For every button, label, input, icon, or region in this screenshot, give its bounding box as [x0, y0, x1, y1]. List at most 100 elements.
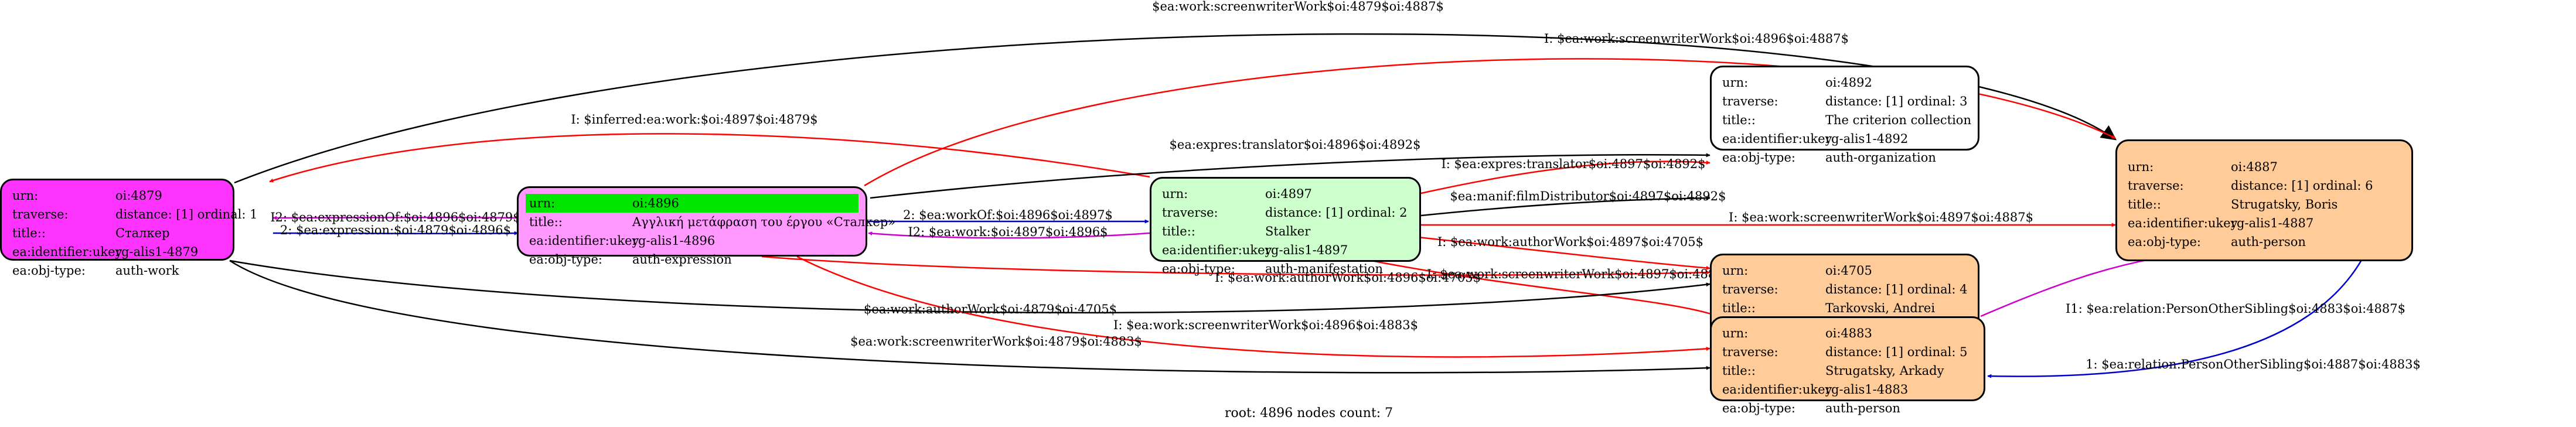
field-label: ea:identifier:ukey — [529, 234, 639, 248]
field-label: ea:obj-type: — [1722, 401, 1795, 415]
edge-label-e18: I1: $ea:relation:PersonOtherSibling$oi:4… — [2066, 302, 2405, 316]
edge-label-e7: I2: $ea:expressionOf:$oi:4896$oi:4879$ — [270, 210, 520, 224]
node-objtype: auth-work — [115, 264, 179, 278]
node-objtype: auth-person — [1825, 401, 1900, 415]
edge-label-e19: 1: $ea:relation:PersonOtherSibling$oi:48… — [2086, 357, 2421, 371]
edge-label-e4: $ea:expres:translator$oi:4896$oi:4892$ — [1170, 138, 1421, 152]
field-label: ea:identifier:ukey — [1162, 243, 1272, 257]
edge-label-e1: $ea:work:screenwriterWork$oi:4879$oi:488… — [1152, 0, 1444, 13]
node-4887-traverse-row: traverse:distance: [1] ordinal: 6 — [2128, 176, 2401, 195]
edge-e7 — [272, 216, 517, 220]
field-label: title:: — [12, 226, 46, 240]
node-ukey: rg-alis1-4892 — [1825, 132, 1909, 146]
field-label: ea:obj-type: — [2128, 235, 2201, 249]
node-4896[interactable]: urn: oi:4896 title::Αγγλική μετάφραση του… — [517, 186, 895, 267]
edge-label-e17: $ea:work:screenwriterWork$oi:4879$oi:488… — [850, 334, 1142, 349]
edge-label-e12: I: $ea:work:authorWork$oi:4897$oi:4705$ — [1437, 235, 1703, 249]
node-urn: oi:4879 — [115, 189, 162, 203]
edge-label-e14: I: $ea:work:screenwriterWork$oi:4897$oi:… — [1427, 267, 1732, 281]
field-label: traverse: — [1162, 206, 1218, 220]
node-4896-urn-row: urn: oi:4896 — [526, 194, 858, 213]
field-label: urn: — [1162, 187, 1188, 201]
edge-e4 — [870, 153, 1710, 199]
edge-e3 — [269, 133, 1150, 183]
node-urn: oi:4896 — [632, 196, 679, 210]
node-4892-traverse-row: traverse:distance: [1] ordinal: 3 — [1722, 92, 1968, 111]
field-label: traverse: — [12, 207, 69, 221]
field-label: urn: — [1722, 326, 1749, 340]
node-ukey: rg-alis1-4896 — [632, 234, 715, 248]
edge-e6 — [1420, 196, 1710, 217]
node-title: Strugatsky, Arkady — [1825, 364, 1944, 378]
node-4879-traverse-row: traverse: distance: [1] ordinal: 1 — [12, 205, 258, 224]
node-4887-objtype-row: ea:obj-type: auth-person — [2128, 233, 2401, 251]
edge-e17 — [229, 259, 1710, 374]
node-4897-traverse-row: traverse:distance: [1] ordinal: 2 — [1162, 203, 1409, 222]
node-4705-traverse-row: traverse: distance: [1] ordinal: 4 — [1722, 280, 1968, 299]
edge-label-e5: I: $ea:expres:translator$oi:4897$oi:4892… — [1442, 157, 1706, 171]
field-label: title:: — [1722, 113, 1756, 127]
field-label: ea:identifier:ukey — [2128, 216, 2238, 230]
node-objtype: auth-expression — [632, 252, 732, 267]
node-4897[interactable]: urn: oi:4897 traverse:distance: [1] ordin… — [1150, 177, 1421, 276]
edge-e19 — [1987, 259, 2363, 378]
node-4883-objtype-row: ea:obj-type: auth-person — [1722, 399, 1973, 418]
edge-e10 — [868, 231, 1150, 239]
field-label: urn: — [2128, 160, 2154, 174]
field-label: ea:obj-type: — [529, 252, 602, 267]
node-4887[interactable]: urn: oi:4887 traverse:distance: [1] ordin… — [2115, 139, 2413, 261]
edge-e16 — [796, 255, 1710, 358]
field-label: title:: — [529, 215, 563, 229]
edge-label-e10: I2: $ea:work:$oi:4897$oi:4896$ — [908, 225, 1108, 239]
node-ukey: rg-alis1-4883 — [1825, 382, 1909, 397]
node-4879-title-row: title::Сталкер — [12, 224, 222, 242]
field-label: traverse: — [2128, 179, 2184, 193]
node-traverse: distance: [1] ordinal: 5 — [1825, 345, 1968, 359]
node-title: Сталкер — [115, 226, 170, 240]
node-urn: oi:4883 — [1825, 326, 1872, 340]
node-ukey: rg-alis1-4879 — [115, 245, 199, 259]
field-label: traverse: — [1722, 282, 1778, 296]
field-label: title:: — [1722, 364, 1756, 378]
node-4879-objtype-row: ea:obj-type:auth-work — [12, 261, 222, 280]
node-objtype: auth-organization — [1825, 151, 1936, 165]
node-traverse: distance: [1] ordinal: 1 — [115, 207, 258, 221]
node-4896-objtype-row: ea:obj-type: auth-expression — [529, 250, 855, 269]
node-title: Αγγλική μετάφραση του έργου «Сталкер» — [632, 215, 896, 229]
field-label: title:: — [2128, 197, 2161, 211]
node-4883[interactable]: urn: oi:4883 traverse:distance: [1] ordin… — [1710, 316, 1985, 415]
field-label: title:: — [1722, 301, 1756, 315]
field-label: ea:obj-type: — [1162, 262, 1235, 276]
field-label: ea:obj-type: — [1722, 151, 1795, 165]
edge-label-e8: 2: $ea:expression:$oi:4879$oi:4896$ — [280, 223, 511, 237]
node-4892-urn-row: urn:oi:4892 — [1722, 73, 1967, 92]
edge-e12 — [1418, 236, 1710, 270]
node-4879[interactable]: urn:oi:4879 traverse:distance: [1] ordin… — [0, 179, 258, 278]
node-4897-objtype-row: ea:obj-type:auth-manifestation — [1162, 259, 1409, 278]
node-objtype: auth-person — [2231, 235, 2306, 249]
node-4705-title-row: title::Tarkovski, Andrei — [1722, 299, 1967, 317]
field-label: ea:identifier:ukey — [1722, 382, 1832, 397]
node-4887-title-row: title::Strugatsky, Boris — [2128, 195, 2401, 214]
node-4705-urn-row: urn:oi:4705 — [1722, 261, 1967, 280]
node-4896-title-row: title::Αγγλική μετάφραση του έργου «Стал… — [529, 213, 895, 231]
node-4892-title-row: title::The criterion collection — [1722, 111, 1971, 129]
node-urn: oi:4887 — [2231, 160, 2278, 174]
node-4892[interactable]: urn:oi:4892 traverse:distance: [1] ordin… — [1710, 66, 1979, 165]
node-urn: oi:4897 — [1265, 187, 1312, 201]
edge-e8 — [272, 231, 519, 235]
node-4897-urn-row: urn: oi:4897 — [1162, 185, 1409, 203]
field-label: urn: — [529, 196, 556, 210]
edge-label-e9: 2: $ea:workOf:$oi:4896$oi:4897$ — [903, 208, 1113, 222]
field-label: ea:identifier:ukey — [12, 245, 122, 259]
edge-label-e3: I: $inferred:ea:work:$oi:4897$oi:4879$ — [571, 112, 817, 127]
field-label: ea:identifier:ukey — [1722, 132, 1832, 146]
node-traverse: distance: [1] ordinal: 4 — [1825, 282, 1968, 296]
edge-e14 — [1371, 259, 1719, 317]
node-4883-traverse-row: traverse:distance: [1] ordinal: 5 — [1722, 343, 1973, 361]
